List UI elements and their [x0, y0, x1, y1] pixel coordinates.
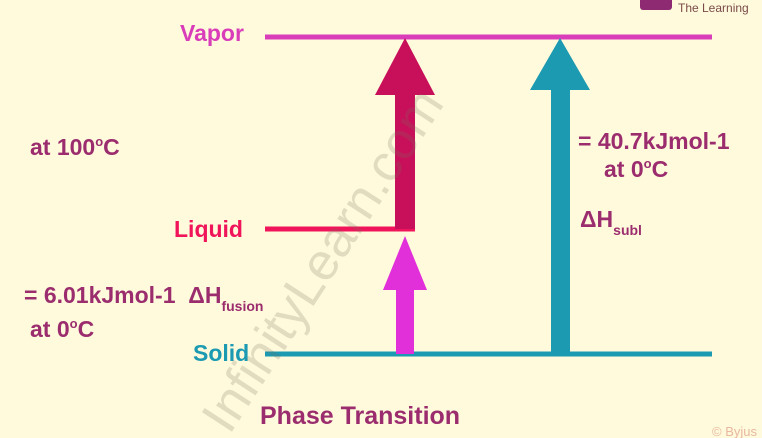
- sublimation-delta-h: ΔHsubl: [580, 206, 642, 238]
- solid-label: Solid: [193, 340, 250, 366]
- fusion-enthalpy: = 6.01kJmol-1 ΔHfusion: [24, 282, 264, 314]
- liquid-label: Liquid: [174, 216, 243, 242]
- sublimation-enthalpy: = 40.7kJmol-1: [578, 128, 730, 154]
- sublimation-arrow: [530, 38, 590, 354]
- vaporization-arrow: [375, 38, 435, 229]
- logo-badge: [640, 0, 672, 10]
- diagram-title: Phase Transition: [260, 402, 461, 430]
- fusion-temp: at 0oC: [30, 316, 95, 342]
- fusion-arrow: [383, 236, 427, 354]
- sublimation-temp: at 0oC: [604, 156, 669, 182]
- copyright: © Byjus: [712, 424, 757, 438]
- vapor-label: Vapor: [180, 20, 244, 46]
- logo-text: The Learning: [678, 1, 749, 15]
- vaporization-temp: at 100oC: [30, 134, 120, 160]
